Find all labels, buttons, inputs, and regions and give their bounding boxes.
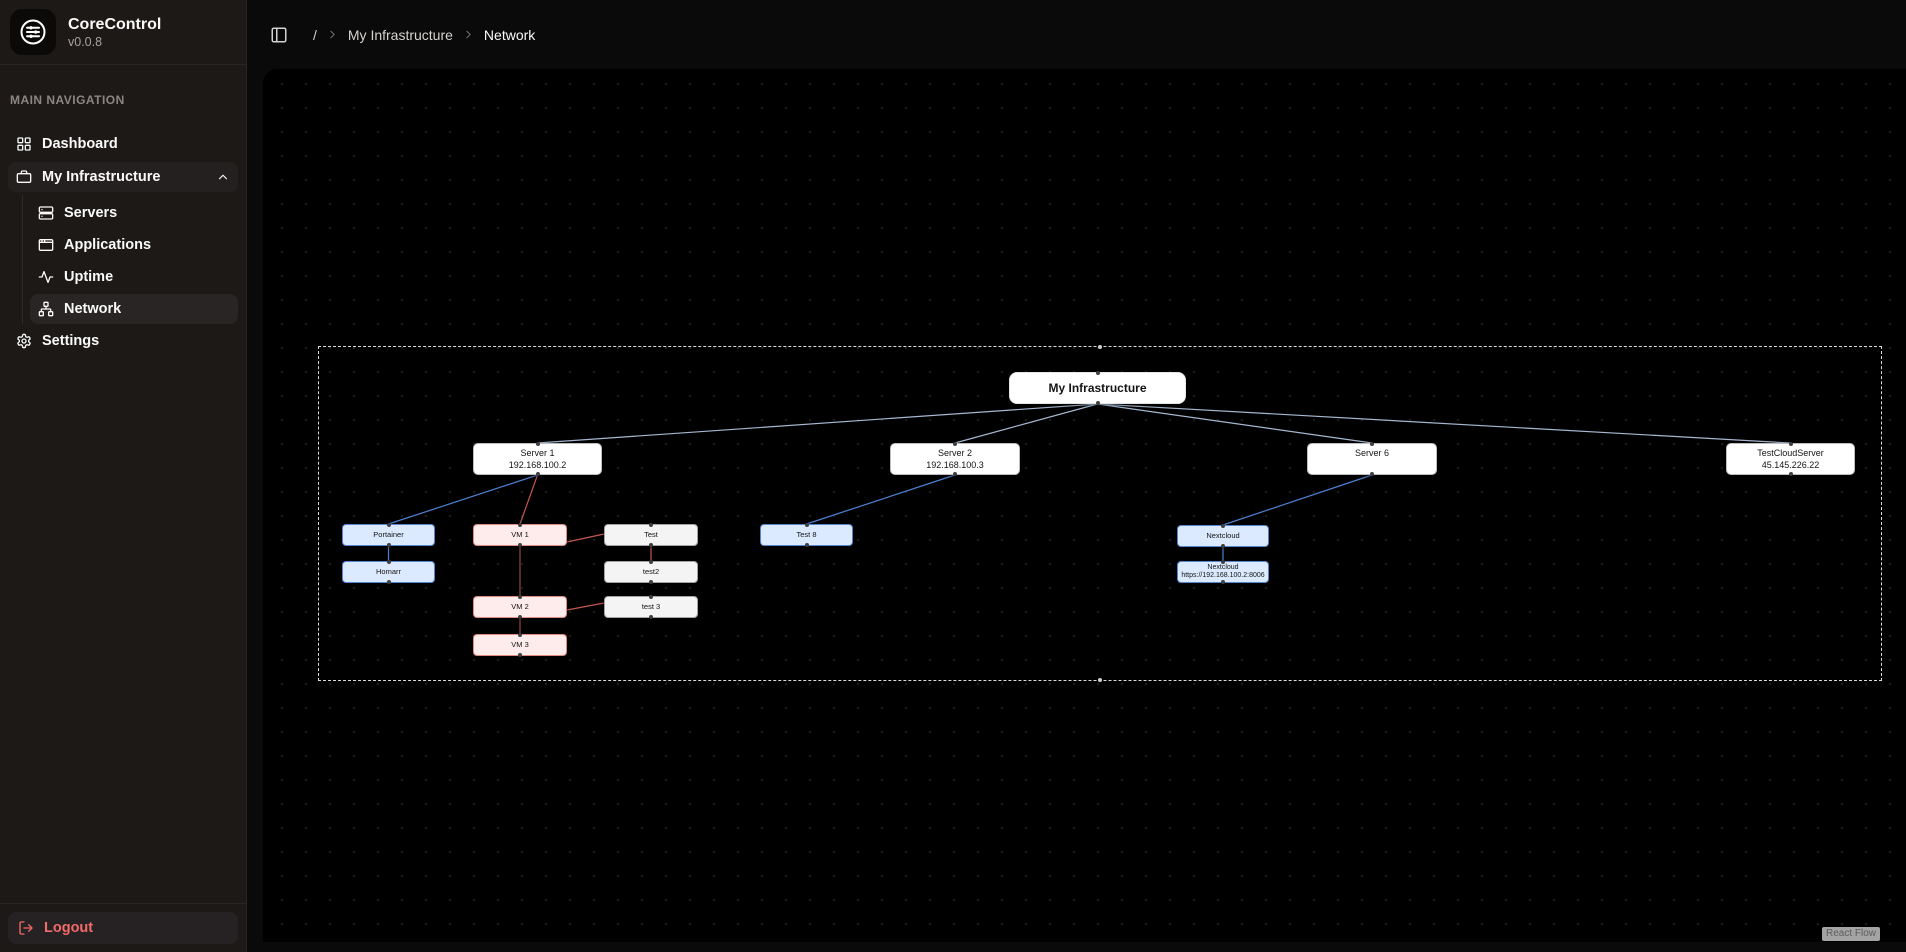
- breadcrumb-section[interactable]: My Infrastructure: [347, 26, 453, 43]
- sidebar-header: CoreControl v0.0.8: [0, 0, 246, 65]
- sidebar-item-network[interactable]: Network: [30, 294, 238, 324]
- node-label: Homarr: [375, 566, 401, 576]
- sidebar-item-label: Uptime: [64, 269, 114, 285]
- nav-section-label: MAIN NAVIGATION: [10, 93, 125, 107]
- sidebar-item-applications[interactable]: Applications: [30, 230, 238, 260]
- node-portainer[interactable]: Portainer: [342, 524, 435, 546]
- node-label: TestCloudServer: [1757, 448, 1824, 458]
- node-url: https://192.168.100.2:8006: [1181, 572, 1265, 579]
- main-area: / My Infrastructure Network: [247, 0, 1906, 952]
- sidebar-item-label: Network: [64, 301, 122, 317]
- node-nextcloud[interactable]: Nextcloud: [1177, 525, 1269, 547]
- node-my-infrastructure[interactable]: My Infrastructure: [1009, 372, 1186, 404]
- node-nextcloud-link[interactable]: Nextcloud https://192.168.100.2:8006: [1177, 561, 1269, 583]
- network-flow-canvas[interactable]: My Infrastructure Server 1 192.168.100.2…: [263, 69, 1906, 942]
- breadcrumb-current: Network: [483, 26, 536, 43]
- main-navigation: Dashboard My Infrastructure: [0, 117, 246, 359]
- node-test-8[interactable]: Test 8: [760, 524, 853, 546]
- gear-icon: [16, 333, 32, 349]
- sidebar-item-servers[interactable]: Servers: [30, 198, 238, 228]
- chevron-right-icon: [462, 28, 475, 41]
- node-label: Test 8: [796, 529, 817, 539]
- app-title-block: CoreControl v0.0.8: [68, 15, 161, 50]
- sidebar-item-uptime[interactable]: Uptime: [30, 262, 238, 292]
- node-vm-1[interactable]: VM 1: [473, 524, 567, 546]
- node-test[interactable]: Test: [604, 524, 698, 546]
- node-vm-3[interactable]: VM 3: [473, 634, 567, 656]
- infrastructure-submenu: Servers Applications Uptime: [22, 195, 238, 324]
- node-label: test 3: [641, 601, 661, 611]
- app-title: CoreControl: [68, 15, 162, 33]
- node-label: Nextcloud: [1206, 530, 1240, 540]
- logout-button[interactable]: Logout: [8, 912, 238, 944]
- breadcrumb-root[interactable]: /: [313, 26, 317, 43]
- sidebar-item-label: Settings: [42, 333, 100, 349]
- briefcase-icon: [16, 169, 32, 185]
- sidebar-item-settings[interactable]: Settings: [8, 326, 238, 356]
- node-ip: 192.168.100.2: [508, 459, 567, 470]
- chevron-up-icon: [216, 170, 230, 184]
- server-icon: [38, 205, 54, 221]
- sidebar-item-label: Applications: [64, 237, 152, 253]
- node-server-6[interactable]: Server 6: [1307, 443, 1437, 475]
- sidebar-item-label: My Infrastructure: [42, 169, 161, 185]
- sidebar-item-dashboard[interactable]: Dashboard: [8, 129, 238, 159]
- breadcrumb: / My Infrastructure Network: [313, 27, 535, 43]
- node-label: Nextcloud: [1207, 564, 1239, 571]
- react-flow-attribution[interactable]: React Flow: [1821, 927, 1880, 941]
- node-label: Server 2: [937, 448, 972, 458]
- node-homarr[interactable]: Homarr: [342, 561, 435, 583]
- node-testcloudserver[interactable]: TestCloudServer 45.145.226.22: [1726, 443, 1855, 475]
- node-test2[interactable]: test2: [604, 561, 698, 583]
- node-label: Server 6: [1354, 448, 1389, 458]
- logout-icon: [18, 920, 34, 936]
- corecontrol-logo-icon: [10, 9, 56, 55]
- node-server-2[interactable]: Server 2 192.168.100.3: [890, 443, 1020, 475]
- node-test-3[interactable]: test 3: [604, 596, 698, 618]
- node-ip: 45.145.226.22: [1761, 459, 1820, 470]
- node-label: VM 3: [511, 639, 529, 649]
- sidebar-item-label: Servers: [64, 205, 118, 221]
- sidebar-toggle-icon[interactable]: [270, 26, 288, 44]
- node-vm-2[interactable]: VM 2: [473, 596, 567, 618]
- selection-rectangle: [318, 346, 1882, 681]
- node-label: Server 1: [520, 448, 555, 458]
- app-version: v0.0.8: [68, 34, 103, 49]
- node-label: VM 2: [511, 601, 529, 611]
- logout-label: Logout: [44, 920, 94, 936]
- network-icon: [38, 301, 54, 317]
- dashboard-grid-icon: [16, 136, 32, 152]
- node-label: Test: [644, 529, 658, 539]
- node-ip: 192.168.100.3: [926, 459, 984, 470]
- topbar: / My Infrastructure Network: [247, 0, 1906, 69]
- content-area: My Infrastructure Server 1 192.168.100.2…: [247, 69, 1906, 952]
- chevron-right-icon: [326, 28, 339, 41]
- node-label: VM 1: [511, 529, 529, 539]
- activity-pulse-icon: [38, 269, 54, 285]
- app-window-icon: [38, 237, 54, 253]
- sidebar: CoreControl v0.0.8 MAIN NAVIGATION Dashb…: [0, 0, 247, 952]
- sidebar-item-label: Dashboard: [42, 136, 118, 152]
- node-label: Portainer: [373, 529, 404, 539]
- node-label: My Infrastructure: [1048, 381, 1147, 395]
- sidebar-item-my-infrastructure[interactable]: My Infrastructure: [8, 162, 238, 192]
- node-label: test2: [642, 566, 660, 576]
- sidebar-footer: Logout: [0, 903, 246, 952]
- node-server-1[interactable]: Server 1 192.168.100.2: [473, 443, 602, 475]
